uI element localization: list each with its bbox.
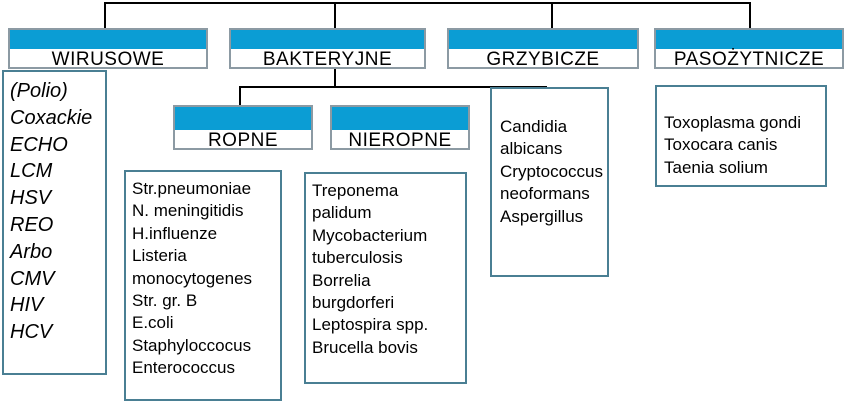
category-header-fungal[interactable]: GRZYBICZE <box>447 28 639 69</box>
category-header-bacterial-label: BAKTERYJNE <box>231 49 424 67</box>
list-fungal-items: Candidia albicans Cryptococcus neoforman… <box>500 116 607 228</box>
connector-bacterial-stem <box>334 68 336 88</box>
connector-bacterial-to-purulent <box>239 86 241 106</box>
list-item: tuberculosis <box>312 248 403 268</box>
list-purulent-items: Str.pneumoniae N. meningitidis H.influen… <box>132 178 280 380</box>
category-header-nonpurulent[interactable]: NIEROPNE <box>330 105 470 150</box>
category-header-viral-label: WIRUSOWE <box>10 49 206 67</box>
list-item: Str. gr. B <box>132 291 198 311</box>
list-item: Arbo <box>10 240 53 263</box>
connector-bacterial-horizontal <box>239 86 547 88</box>
list-item: Cryptococcus <box>500 161 603 181</box>
connector-top-horizontal <box>104 2 751 4</box>
list-item: Leptospira spp. <box>312 315 429 335</box>
list-item: N. meningitidis <box>132 201 244 221</box>
list-item: burgdorferi <box>312 293 395 313</box>
connector-top-to-viral <box>104 2 106 29</box>
list-nonpurulent-bacteria: Treponema palidum Mycobacterium tubercul… <box>304 172 467 384</box>
category-header-purulent[interactable]: ROPNE <box>173 105 313 150</box>
list-item: Mycobacterium <box>312 225 428 245</box>
list-item: Str.pneumoniae <box>132 179 252 198</box>
list-item: HSV <box>10 187 52 210</box>
list-item: CMV <box>10 267 55 290</box>
list-item: H.influenze <box>132 223 218 243</box>
list-item: Aspergillus <box>500 206 584 226</box>
list-item: Taenia solium <box>664 157 768 177</box>
list-item: Brucella bovis <box>312 337 418 357</box>
list-item: Candidia <box>500 117 568 136</box>
list-item: ECHO <box>10 133 68 156</box>
list-item: Staphyloccocus <box>132 335 252 355</box>
list-item: Listeria <box>132 246 187 266</box>
category-header-fungal-label: GRZYBICZE <box>449 49 637 67</box>
list-item: albicans <box>500 139 563 159</box>
list-fungal-pathogens: Candidia albicans Cryptococcus neoforman… <box>490 87 609 277</box>
list-parasitic-pathogens: Toxoplasma gondi Toxocara canis Taenia s… <box>655 85 827 187</box>
category-header-parasitic-label: PASOŻYTNICZE <box>656 49 842 67</box>
category-header-purulent-label: ROPNE <box>175 130 311 148</box>
list-item: Toxocara canis <box>664 135 778 155</box>
connector-top-to-parasitic <box>749 2 751 29</box>
list-item: REO <box>10 213 54 236</box>
list-item: E.coli <box>132 313 174 333</box>
category-header-nonpurulent-label: NIEROPNE <box>332 130 468 148</box>
list-item: Enterococcus <box>132 358 235 378</box>
list-item: LCM <box>10 160 53 183</box>
category-header-bacterial[interactable]: BAKTERYJNE <box>229 28 426 69</box>
category-header-viral[interactable]: WIRUSOWE <box>8 28 208 69</box>
connector-top-to-fungal <box>551 2 553 29</box>
list-item: palidum <box>312 203 372 223</box>
list-item: Borrelia <box>312 270 371 290</box>
category-header-parasitic[interactable]: PASOŻYTNICZE <box>654 28 844 69</box>
list-item: Toxoplasma gondi <box>664 113 802 132</box>
list-item: monocytogenes <box>132 268 253 288</box>
list-viral-items: (Polio) Coxackie ECHO LCM HSV REO Arbo C… <box>10 78 105 346</box>
list-item: (Polio) <box>10 80 68 102</box>
list-item: neoformans <box>500 184 590 204</box>
list-item: Treponema <box>312 181 399 200</box>
list-purulent-bacteria: Str.pneumoniae N. meningitidis H.influen… <box>124 170 282 401</box>
list-viral-pathogens: (Polio) Coxackie ECHO LCM HSV REO Arbo C… <box>2 70 107 375</box>
list-item: HCV <box>10 321 53 344</box>
connector-top-to-bacterial <box>334 2 336 29</box>
list-item: HIV <box>10 294 44 317</box>
list-item: Coxackie <box>10 106 93 129</box>
list-nonpurulent-items: Treponema palidum Mycobacterium tubercul… <box>312 180 465 359</box>
list-parasitic-items: Toxoplasma gondi Toxocara canis Taenia s… <box>664 112 825 179</box>
